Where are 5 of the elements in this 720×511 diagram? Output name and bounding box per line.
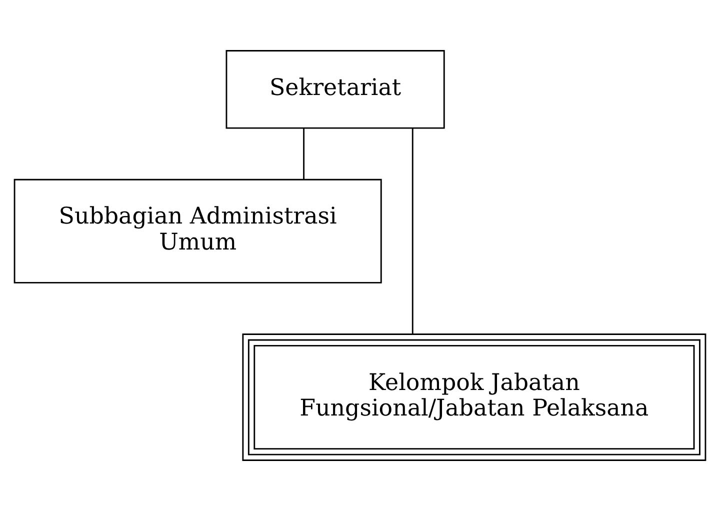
connector <box>303 128 304 180</box>
node-box: Kelompok Jabatan Fungsional/Jabatan Pelaksana <box>242 334 706 461</box>
node-box: Sekretariat <box>226 50 445 129</box>
node-box: Subbagian Administrasi Umum <box>14 178 382 284</box>
connector <box>412 128 414 334</box>
